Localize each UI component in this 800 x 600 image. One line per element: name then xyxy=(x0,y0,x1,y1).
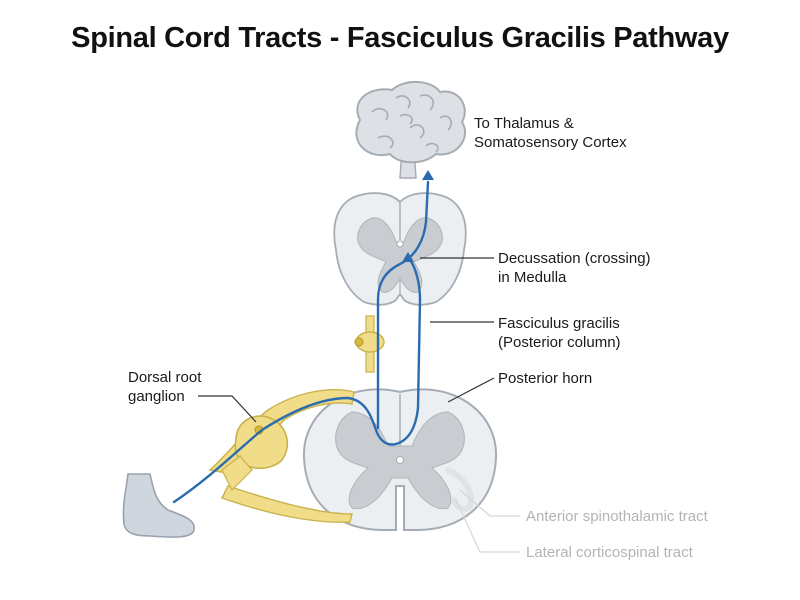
brain-illustration xyxy=(355,81,467,179)
label-thalamus: To Thalamus & Somatosensory Cortex xyxy=(474,114,627,152)
label-thalamus-line-1: To Thalamus & xyxy=(474,115,574,132)
label-dorsal-root-ganglion: Dorsal root ganglion xyxy=(128,368,201,406)
label-dorsal-root-line-2: ganglion xyxy=(128,388,185,405)
label-decussation-line-2: in Medulla xyxy=(498,269,567,286)
label-decussation: Decussation (crossing) in Medulla xyxy=(498,249,651,287)
label-fasciculus-line-1: Fasciculus gracilis xyxy=(498,315,620,332)
foot-illustration xyxy=(122,473,195,538)
label-dorsal-root-line-1: Dorsal root xyxy=(128,369,202,386)
leader-lines xyxy=(198,257,520,553)
gracilis-pathway xyxy=(172,170,434,504)
label-anterior-spinothalamic: Anterior spinothalamic tract xyxy=(526,508,708,525)
label-lateral-corticospinal: Lateral corticospinal tract xyxy=(526,544,693,561)
label-fasciculus-gracilis: Fasciculus gracilis (Posterior column) xyxy=(498,314,621,352)
label-thalamus-line-2: Somatosensory Cortex xyxy=(474,134,627,151)
label-fasciculus-line-2: (Posterior column) xyxy=(498,334,621,351)
medulla-section xyxy=(333,192,467,306)
label-decussation-line-1: Decussation (crossing) xyxy=(498,250,651,267)
spinal-cord-section xyxy=(302,388,498,531)
diagram-title: Spinal Cord Tracts - Fasciculus Gracilis… xyxy=(71,22,729,54)
label-posterior-horn: Posterior horn xyxy=(498,370,593,387)
peripheral-nerve xyxy=(208,389,355,523)
small-ganglion xyxy=(354,315,385,373)
